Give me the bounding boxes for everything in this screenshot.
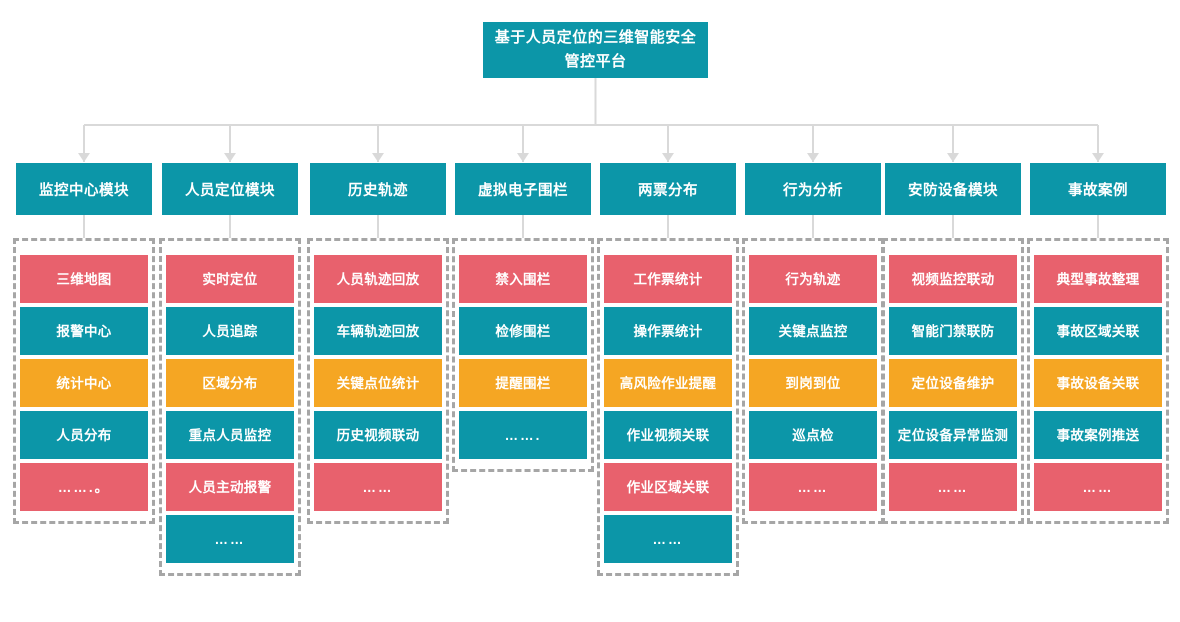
module-header-4[interactable]: 虚拟电子围栏 [455,163,591,215]
module-column: 两票分布工作票统计操作票统计高风险作业提醒作业视频关联作业区域关联…… [597,163,739,576]
platform-title-box: 基于人员定位的三维智能安全管控平台 [483,22,708,78]
module-feature-group: 行为轨迹关键点监控到岗到位巡点检…… [742,238,884,524]
module-column: 监控中心模块三维地图报警中心统计中心人员分布…….。 [13,163,155,524]
feature-item[interactable]: 关键点监控 [749,307,877,355]
module-header-8[interactable]: 事故案例 [1030,163,1166,215]
module-column: 虚拟电子围栏禁入围栏检修围栏提醒围栏……. [452,163,594,472]
feature-item[interactable]: 事故案例推送 [1034,411,1162,459]
feature-item[interactable]: 定位设备维护 [889,359,1017,407]
module-feature-group: 实时定位人员追踪区域分布重点人员监控人员主动报警…… [159,238,301,576]
feature-item[interactable]: 智能门禁联防 [889,307,1017,355]
module-feature-group: 人员轨迹回放车辆轨迹回放关键点位统计历史视频联动…… [307,238,449,524]
feature-item[interactable]: ……. [459,411,587,459]
feature-item[interactable]: 三维地图 [20,255,148,303]
feature-item[interactable]: 高风险作业提醒 [604,359,732,407]
module-header-7[interactable]: 安防设备模块 [885,163,1021,215]
feature-item[interactable]: …… [314,463,442,511]
module-feature-group: 工作票统计操作票统计高风险作业提醒作业视频关联作业区域关联…… [597,238,739,576]
feature-item[interactable]: …… [749,463,877,511]
module-feature-group: 视频监控联动智能门禁联防定位设备维护定位设备异常监测…… [882,238,1024,524]
feature-item[interactable]: 历史视频联动 [314,411,442,459]
feature-item[interactable]: 关键点位统计 [314,359,442,407]
feature-item[interactable]: 事故区域关联 [1034,307,1162,355]
feature-item[interactable]: 巡点检 [749,411,877,459]
feature-item[interactable]: …… [889,463,1017,511]
feature-item[interactable]: 报警中心 [20,307,148,355]
module-header-3[interactable]: 历史轨迹 [310,163,446,215]
feature-item[interactable]: 定位设备异常监测 [889,411,1017,459]
feature-item[interactable]: …… [604,515,732,563]
module-header-5[interactable]: 两票分布 [600,163,736,215]
feature-item[interactable]: …… [1034,463,1162,511]
module-column: 安防设备模块视频监控联动智能门禁联防定位设备维护定位设备异常监测…… [882,163,1024,524]
module-feature-group: 三维地图报警中心统计中心人员分布…….。 [13,238,155,524]
feature-item[interactable]: 工作票统计 [604,255,732,303]
module-column: 事故案例典型事故整理事故区域关联事故设备关联事故案例推送…… [1027,163,1169,524]
feature-item[interactable]: 人员轨迹回放 [314,255,442,303]
feature-item[interactable]: 人员分布 [20,411,148,459]
feature-item[interactable]: 检修围栏 [459,307,587,355]
feature-item[interactable]: 重点人员监控 [166,411,294,459]
feature-item[interactable]: 到岗到位 [749,359,877,407]
feature-item[interactable]: 统计中心 [20,359,148,407]
feature-item[interactable]: 车辆轨迹回放 [314,307,442,355]
module-header-1[interactable]: 监控中心模块 [16,163,152,215]
feature-item[interactable]: 人员主动报警 [166,463,294,511]
feature-item[interactable]: 作业视频关联 [604,411,732,459]
feature-item[interactable]: …….。 [20,463,148,511]
feature-item[interactable]: 人员追踪 [166,307,294,355]
feature-item[interactable]: 操作票统计 [604,307,732,355]
feature-item[interactable]: 作业区域关联 [604,463,732,511]
module-column: 人员定位模块实时定位人员追踪区域分布重点人员监控人员主动报警…… [159,163,301,576]
module-feature-group: 典型事故整理事故区域关联事故设备关联事故案例推送…… [1027,238,1169,524]
feature-item[interactable]: 实时定位 [166,255,294,303]
module-header-6[interactable]: 行为分析 [745,163,881,215]
feature-item[interactable]: 提醒围栏 [459,359,587,407]
module-column: 历史轨迹人员轨迹回放车辆轨迹回放关键点位统计历史视频联动…… [307,163,449,524]
module-header-2[interactable]: 人员定位模块 [162,163,298,215]
feature-item[interactable]: 视频监控联动 [889,255,1017,303]
feature-item[interactable]: …… [166,515,294,563]
feature-item[interactable]: 事故设备关联 [1034,359,1162,407]
feature-item[interactable]: 行为轨迹 [749,255,877,303]
module-column: 行为分析行为轨迹关键点监控到岗到位巡点检…… [742,163,884,524]
feature-item[interactable]: 禁入围栏 [459,255,587,303]
feature-item[interactable]: 典型事故整理 [1034,255,1162,303]
feature-item[interactable]: 区域分布 [166,359,294,407]
module-feature-group: 禁入围栏检修围栏提醒围栏……. [452,238,594,472]
